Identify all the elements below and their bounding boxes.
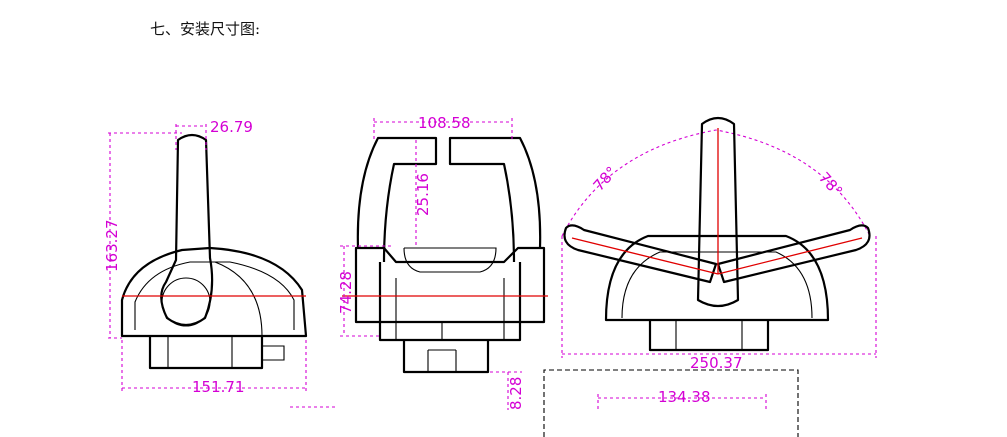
dim-line-134-38 xyxy=(597,394,767,412)
cutout-box: 134.38 xyxy=(543,369,799,437)
top-lever-center xyxy=(696,116,740,308)
top-housing-inner xyxy=(621,251,813,319)
dim-label-151-71: 151.71 xyxy=(192,378,245,396)
side-mount-details xyxy=(167,336,285,368)
dim-label-163-27: 163.27 xyxy=(103,220,121,273)
dim-label-26-79: 26.79 xyxy=(210,118,253,136)
dim-label-8-28: 8.28 xyxy=(507,377,525,410)
side-mount-block xyxy=(148,336,264,370)
front-view: 108.58 25.16 74.28 8.28 xyxy=(337,114,548,410)
dim-line-163-27 xyxy=(108,132,182,339)
cutout-outline xyxy=(543,369,799,437)
page-heading: 七、安装尺寸图: xyxy=(150,20,261,38)
side-pivot xyxy=(161,277,211,327)
front-body xyxy=(354,246,546,324)
front-lower-body xyxy=(378,262,522,342)
dim-label-134-38: 134.38 xyxy=(658,388,711,406)
dim-line-74-28 xyxy=(340,245,392,337)
top-lever-right xyxy=(716,224,871,284)
dim-line-151-71 xyxy=(121,340,307,392)
top-centerline-right xyxy=(717,237,863,275)
top-lever-left xyxy=(563,224,718,284)
dim-line-8-28 xyxy=(490,371,522,410)
front-mount xyxy=(402,340,490,374)
dim-label-108-58: 108.58 xyxy=(418,114,471,132)
top-mount-details xyxy=(675,320,743,350)
front-body-lines xyxy=(395,278,505,340)
top-view: 250.37 78° 78° xyxy=(561,116,877,372)
swing-arc xyxy=(561,129,871,237)
side-housing-rib xyxy=(214,261,263,337)
dim-line-26-79 xyxy=(175,124,207,150)
dim-line-250-37 xyxy=(561,236,877,358)
front-saddle xyxy=(403,247,497,273)
side-view: 26.79 163.27 151.71 xyxy=(103,118,308,396)
front-shaft xyxy=(427,349,457,372)
dim-line-108-58 xyxy=(373,118,513,140)
dim-label-25-16: 25.16 xyxy=(414,173,432,216)
side-handle xyxy=(160,133,214,327)
side-housing xyxy=(120,246,308,338)
dim-label-74-28: 74.28 xyxy=(337,271,355,314)
top-centerline-left xyxy=(571,237,719,275)
top-housing xyxy=(604,234,830,322)
dim-label-250-37: 250.37 xyxy=(690,354,743,372)
front-arch-right xyxy=(448,136,542,263)
top-mount xyxy=(648,320,770,352)
front-arch-left xyxy=(356,136,438,263)
